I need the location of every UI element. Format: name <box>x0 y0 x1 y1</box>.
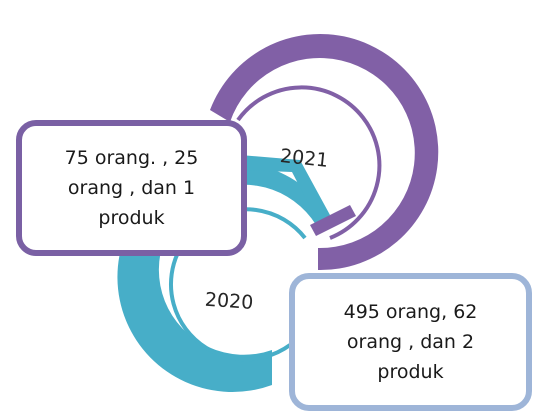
callout-2020: 495 orang, 62 orang , dan 2 produk <box>289 273 532 411</box>
year-label-2021: 2021 <box>279 145 329 172</box>
callout-2021: 75 orang. , 25 orang , dan 1 produk <box>16 120 247 256</box>
callout-2021-text: 75 orang. , 25 orang , dan 1 produk <box>64 147 199 229</box>
year-label-2020: 2020 <box>204 289 254 314</box>
callout-2020-text: 495 orang, 62 orang , dan 2 produk <box>343 301 478 383</box>
ring-2021 <box>210 34 439 271</box>
